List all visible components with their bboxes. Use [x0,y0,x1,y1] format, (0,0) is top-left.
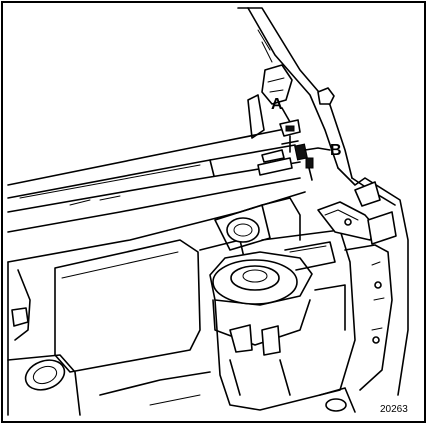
left-panel [7,239,246,416]
a-pillar [237,7,353,179]
detail-markers [279,107,331,181]
marker-a-part [285,125,295,132]
centre-bracket [214,197,301,251]
strut-turret [209,229,356,411]
hinge-pillar [317,167,409,413]
label-b: B [330,142,342,159]
marker-b-part [294,143,308,161]
cross-member [7,127,306,263]
reference-number: 20263 [380,404,408,415]
label-a: A [271,96,283,113]
